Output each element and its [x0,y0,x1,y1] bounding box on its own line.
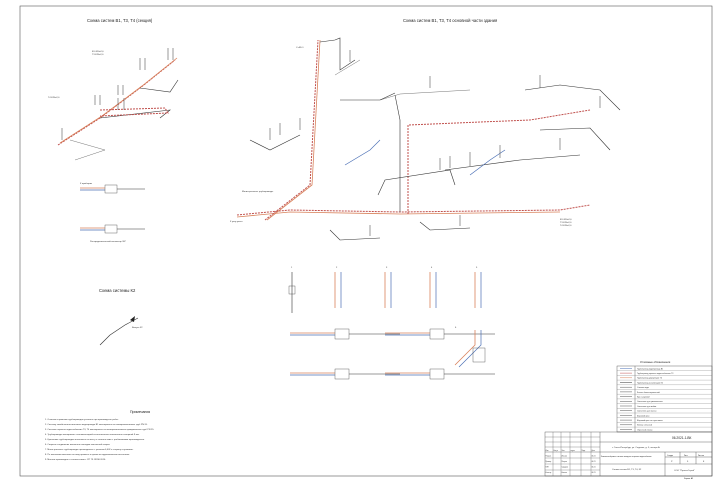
k2-scheme: Выпуск К2 [99,316,143,346]
note-item: 9. Монтаж производить в соответствии с С… [45,459,106,461]
note-item: 5. Крепление трубопроводов выполнить по … [45,439,145,441]
collector-label-2: Распределительный коллектор 3/4" [90,240,126,243]
main-scheme-title: Схема систем В1, Т3, Т4 основной части з… [403,18,497,23]
main-label-riser: Ст.В1-1 [296,47,304,49]
main-label-t3: Т3 Ф20х2,0 [560,221,572,224]
note-item: 2. Систему хозяйственно-питьевого водопр… [45,423,148,426]
notes: Примечания 1. Отметки и привязки трубопр… [45,410,154,461]
riser-details: 2 3 4 5 1 [288,267,495,380]
main-label-mains: Магистральные трубопроводы [242,191,274,193]
main-label-t4: Т4 Ф20х2,0 [560,224,572,227]
notes-title: Примечания [130,410,150,414]
left-label-2: Т3 Ф20х2,0 [92,53,104,56]
sheets-value: 8 [703,461,705,463]
note-item: 4. Трубопроводы изолировать теплоизоляци… [45,433,140,436]
name: Иванов [562,456,568,458]
sheet-name: Схемы систем В1, Т3, Т4, К2 [612,469,642,471]
legend-item: Трубопровод канализации К2 [637,382,663,384]
title-block-column: Подп. [582,450,587,452]
main-scheme: Ст.В1-1 Магистральные трубопроводы К узл… [230,37,621,241]
role: ГИП [546,467,550,469]
legend-item: Счетчик воды [637,387,650,389]
object-name: Капитальный ремонт системы холодного и г… [601,455,652,458]
main-label-meter: К узлу учета [230,221,243,223]
sheet-value: 5 [687,461,689,463]
stage-value: Р [671,461,673,463]
name: Козлов [562,472,567,474]
legend-item: Обратный клапан [637,428,653,431]
detail-num: 3 [386,267,388,269]
sheets-label: Листов [698,455,704,457]
title-block-column: №док. [571,449,576,452]
detail-num: 5 [476,267,478,269]
role: Провер. [546,461,553,463]
legend-item: Смеситель для ванны [637,411,657,413]
legend-item: Клапан балансировочный [637,391,660,394]
role: Разраб. [546,456,552,458]
left-scheme-title: Схема систем В1, Т3, Т4 (секция) [87,18,153,23]
note-item: 3. Системы горячего водоснабжения Т3, Т4… [45,429,154,431]
left-label-3: Т4 Ф20х2,0 [48,96,60,99]
detail-num: 1 [291,267,293,269]
left-scheme: В1 Ф20х2,0 Т3 Ф20х2,0 Т4 Ф20х2,0 К прибо… [48,48,179,243]
note-item: 1. Отметки и привязки трубопроводов уточ… [45,419,119,421]
detail-num: 6 [455,327,457,329]
legend-item: Смеситель для мойки [637,405,656,408]
detail-num: 2 [336,267,338,269]
organization: ООО "ПроектСтрой" [674,469,695,472]
date: 06.21 [592,472,596,474]
legend-item: Смеситель для умывальника [637,401,664,403]
legend: Условные обозначения Трубопровод водопро… [616,360,713,433]
legend-item: Шаровой кран [637,414,649,417]
format-label: Формат А3 [684,477,693,480]
collector-label: К приборам [80,183,92,185]
legend-item: Фильтр сетчатый [637,424,652,427]
title-block-column: Дата [592,450,595,452]
legend-title: Условные обозначения [640,360,671,364]
role: Н.контр. [546,472,553,474]
title-block-column: Изм. [546,450,550,452]
address: г. Санкт-Петербург, ул. Садовая, д. 5, л… [612,446,660,449]
title-block-column: Кол.уч [554,450,559,452]
legend-item: Шаровой кран со спускником [637,419,663,422]
title-block-column: Лист [562,450,566,452]
name: Петров [562,461,567,463]
date: 06.21 [592,456,596,458]
left-label-1: В1 Ф20х2,0 [92,50,104,53]
title-block: 06.2021-1-ВК г. Санкт-Петербург, ул. Сад… [544,431,713,480]
doc-code: 06.2021-1-ВК [672,436,692,440]
legend-item: Кран шаровой [637,396,650,399]
legend-item: Трубопровод водопровода В1 [637,368,663,370]
k2-scheme-title: Схема системы К2 [99,288,136,293]
detail-num: 4 [431,267,433,269]
legend-item: Трубопровод горячего водоснабжения Т3 [637,373,673,375]
stage-label: Стадия [667,455,673,457]
k2-label: Выпуск К2 [132,327,143,329]
main-label-b1: В1 Ф20х2,0 [560,218,572,221]
legend-item: Трубопровод циркуляции Т4 [637,378,662,380]
date: 06.21 [592,461,596,463]
note-item: 6. Сварные соединения выполнять методом … [45,443,110,446]
date: 06.21 [592,467,596,469]
name: Сидоров [562,467,569,469]
note-item: 7. Магистральные трубопроводы прокладыва… [45,449,134,451]
sheet-frame [19,5,713,477]
sheet-label: Лист [684,455,688,457]
note-item: 8. По окончании монтажа систему промыть … [45,454,130,456]
